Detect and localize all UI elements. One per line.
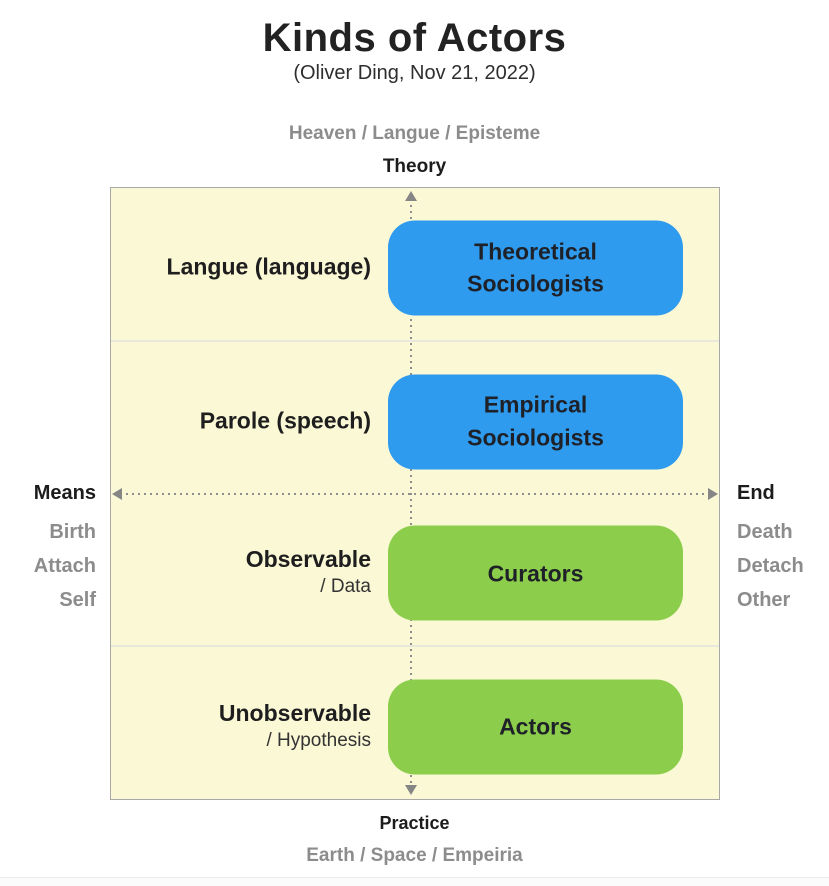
side-label-self: Self — [59, 589, 96, 611]
side-label-detach: Detach — [737, 555, 804, 577]
axis-label-bottom-outer: Earth / Space / Empeiria — [306, 845, 523, 866]
page-title: Kinds of Actors — [262, 16, 567, 60]
row-label-main: Observable — [245, 546, 371, 573]
matrix-diagram: Langue (language) Theoretical Sociologis… — [110, 187, 720, 800]
box-curators: Curators — [388, 525, 683, 621]
box-theoretical-sociologists: Theoretical Sociologists — [388, 220, 683, 316]
row-label: Observable / Data — [111, 546, 371, 598]
matrix-rows: Langue (language) Theoretical Sociologis… — [111, 188, 719, 799]
matrix-row-parole: Parole (speech) Empirical Sociologists — [111, 342, 719, 494]
side-label-birth: Birth — [49, 521, 96, 543]
row-label-sub: / Data — [320, 576, 371, 598]
row-label: Unobservable / Hypothesis — [111, 700, 371, 752]
box-text: Theoretical Sociologists — [467, 238, 604, 297]
side-label-death: Death — [737, 521, 793, 543]
axis-label-end: End — [737, 482, 775, 504]
row-label-main: Unobservable — [218, 700, 371, 727]
axis-label-practice: Practice — [379, 813, 450, 833]
axis-label-top-outer: Heaven / Langue / Episteme — [288, 123, 541, 144]
box-actors: Actors — [388, 679, 683, 775]
box-empirical-sociologists: Empirical Sociologists — [388, 374, 683, 470]
axis-label-theory: Theory — [382, 156, 447, 177]
horizontal-axis-arrow — [112, 488, 718, 500]
matrix-row-unobservable: Unobservable / Hypothesis Actors — [111, 647, 719, 799]
side-label-other: Other — [737, 589, 791, 611]
row-label-sub: / Hypothesis — [266, 730, 371, 752]
row-label-main: Langue (language) — [166, 253, 371, 280]
page-bottom-divider — [0, 877, 829, 878]
page-subtitle: (Oliver Ding, Nov 21, 2022) — [293, 62, 536, 84]
matrix-row-langue: Langue (language) Theoretical Sociologis… — [111, 188, 719, 342]
row-label: Langue (language) — [111, 253, 371, 280]
box-text: Actors — [499, 713, 572, 740]
box-text: Empirical Sociologists — [467, 391, 604, 451]
row-label: Parole (speech) — [111, 407, 371, 434]
page-bottom-area — [0, 878, 829, 886]
row-label-main: Parole (speech) — [199, 407, 371, 434]
side-label-attach: Attach — [33, 555, 96, 577]
box-text: Curators — [487, 560, 584, 587]
axis-label-means: Means — [33, 482, 96, 504]
matrix-row-observable: Observable / Data Curators — [111, 494, 719, 648]
